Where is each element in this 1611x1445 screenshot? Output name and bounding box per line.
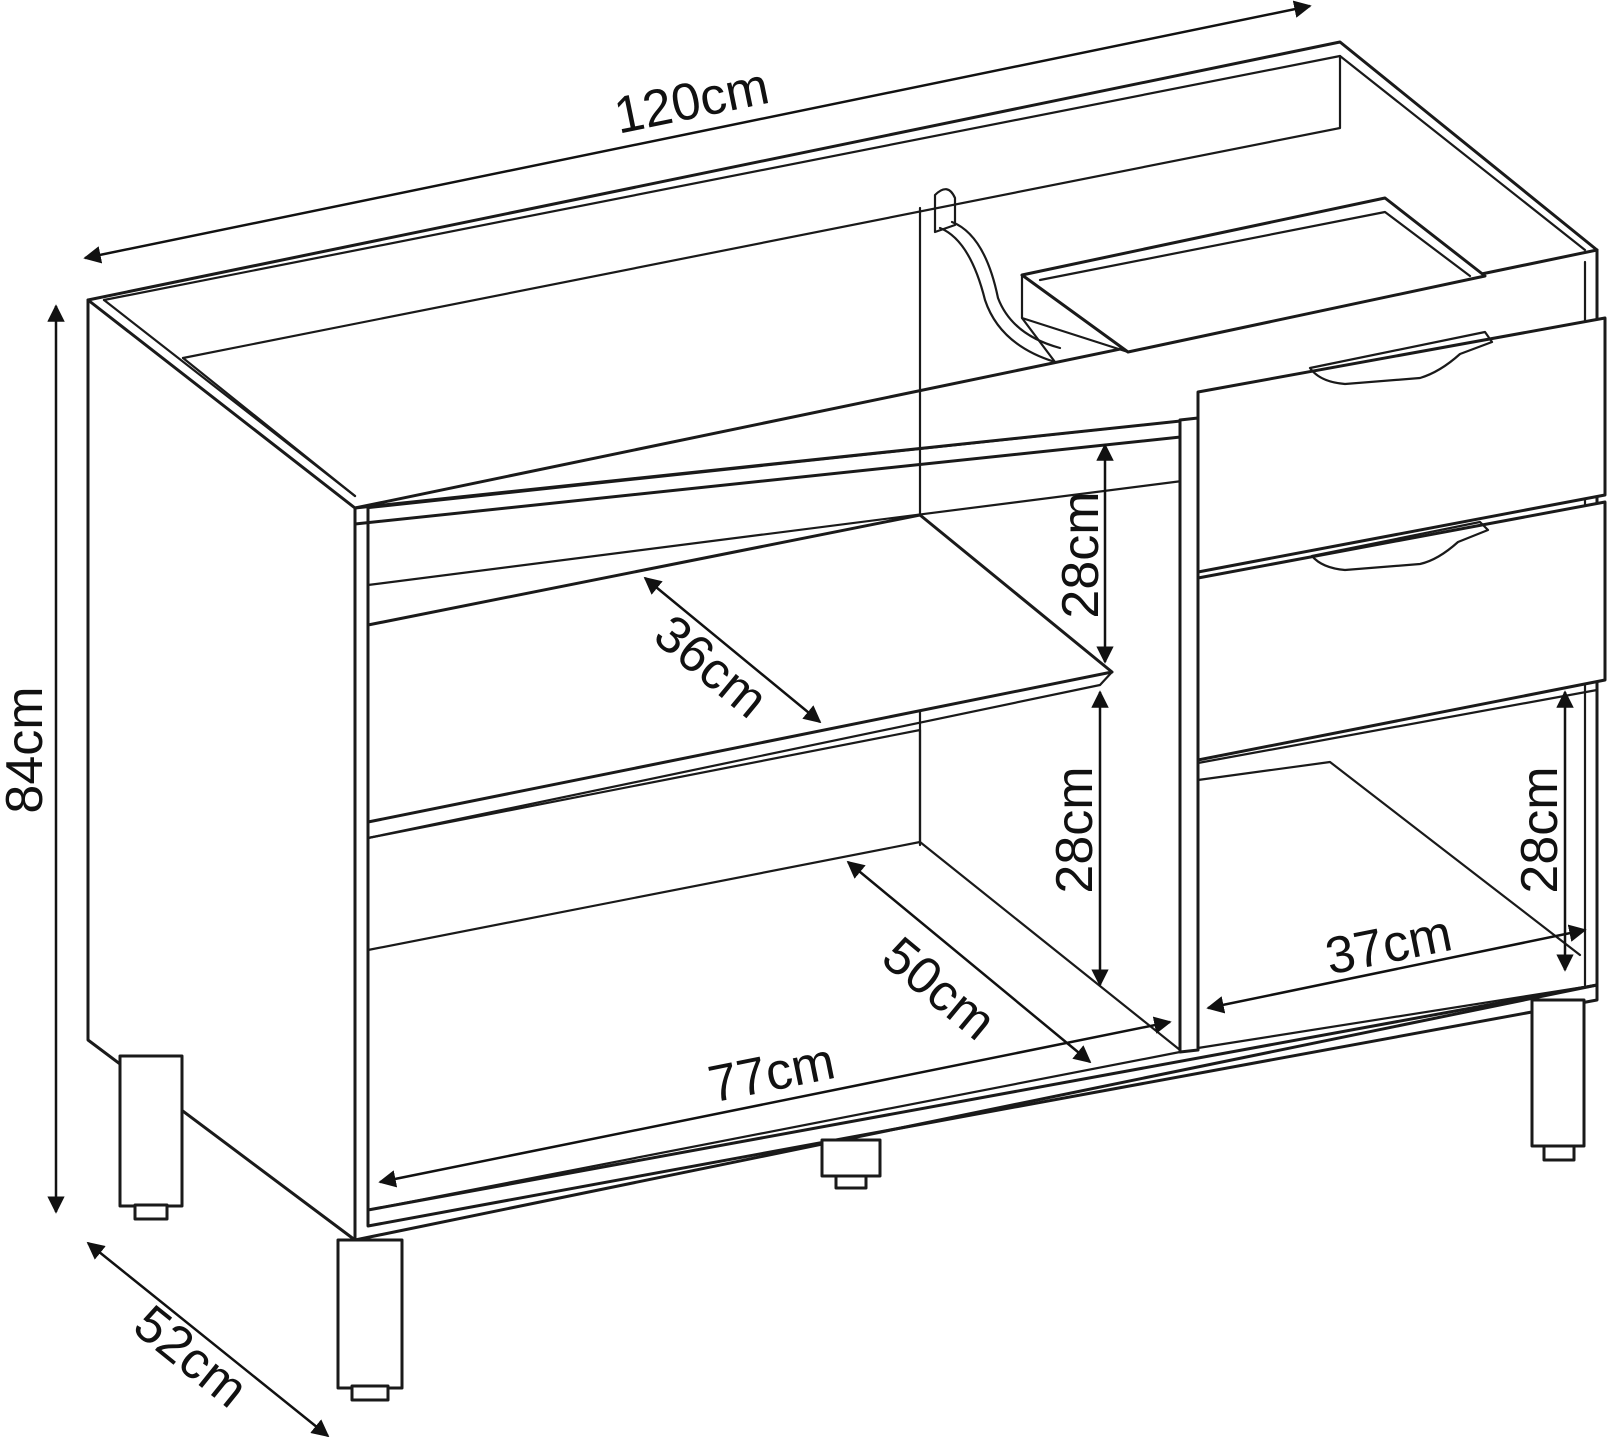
dimension-lines — [47, 0, 1587, 1438]
label-bay-depth: 50cm — [871, 926, 1006, 1052]
center-divider — [1178, 416, 1200, 1054]
dim-line-left-bay-width — [378, 1016, 1172, 1188]
label-depth-total: 52cm — [123, 1294, 258, 1419]
drawer-handle-bottom[interactable] — [1310, 520, 1490, 572]
label-right-bay-width: 37cm — [1321, 904, 1457, 986]
drawer-box — [1020, 196, 1487, 354]
right-bay-back — [1196, 760, 1582, 957]
leg-rear-left — [118, 1054, 184, 1208]
label-shelf-lower-height: 28cm — [1046, 766, 1104, 893]
drawer-front-top[interactable] — [1196, 316, 1607, 574]
leg-rear-center — [820, 1138, 882, 1178]
dim-line-depth-total — [86, 1241, 330, 1438]
drawer-front-bottom[interactable] — [1196, 500, 1607, 762]
legs — [118, 998, 1586, 1402]
label-height-total: 84cm — [0, 686, 54, 813]
back-panel — [181, 54, 1342, 360]
label-shelf-upper-height: 28cm — [1052, 491, 1110, 618]
label-right-bay-height: 28cm — [1511, 766, 1569, 893]
dim-line-right-bay-width — [1206, 924, 1587, 1014]
dim-line-shelf-depth — [643, 576, 822, 724]
leg-front-left — [336, 1238, 404, 1390]
leg-front-right — [1530, 998, 1586, 1148]
lower-back-line — [366, 728, 922, 844]
label-left-bay-width: 77cm — [704, 1032, 840, 1114]
drawers — [1020, 196, 1607, 762]
drawer-handle-top[interactable] — [1308, 330, 1494, 386]
dim-line-width-total — [83, 0, 1312, 264]
